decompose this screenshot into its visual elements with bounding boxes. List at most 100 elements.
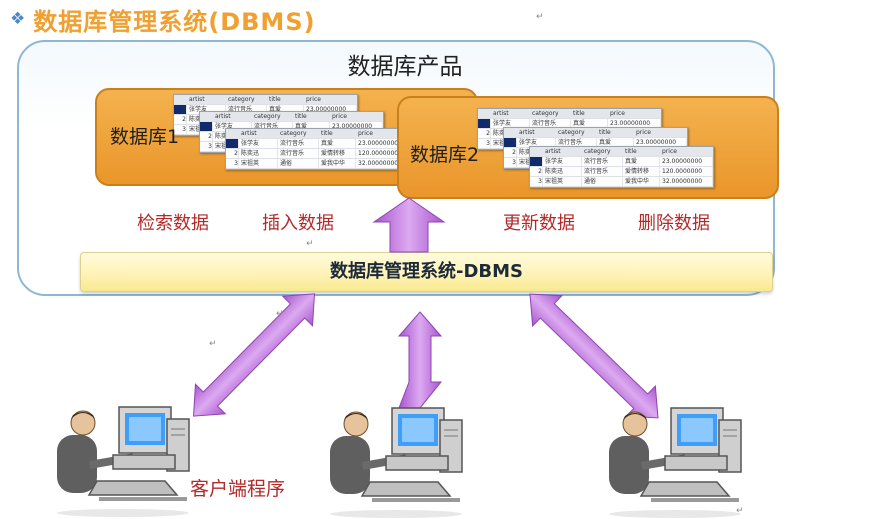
mini-table-header-cell: category — [226, 95, 267, 104]
mini-table-cell: 3 — [200, 142, 213, 151]
mini-table-cell: 23.00000000 — [660, 157, 713, 166]
operation-insert-label: 插入数据 — [262, 213, 334, 234]
mini-table-cell: 真爱 — [597, 138, 634, 147]
mini-table-cell: 流行音乐 — [530, 119, 571, 128]
mini-table-cell: 陈奕迅 — [239, 149, 278, 158]
mini-table-cell: 1 — [200, 122, 213, 131]
mini-table-cell: 23.00000000 — [330, 122, 383, 131]
mini-table-cell: 2 — [530, 167, 543, 176]
mini-table-cell: 张学友 — [543, 157, 582, 166]
mini-table-header-cell — [478, 109, 491, 118]
middle-double-arrow-icon — [397, 311, 443, 409]
client-computer-icon — [57, 406, 190, 517]
client-computer-icon — [330, 407, 463, 518]
mini-table-cell: 流行音乐 — [556, 138, 597, 147]
right-double-arrow-icon — [529, 293, 659, 419]
mini-table-header-cell: title — [623, 147, 660, 156]
paragraph-mark-icon: ↵ — [209, 339, 217, 349]
mini-table-cell: 流行音乐 — [252, 122, 293, 131]
mini-table-cell: 23.00000000 — [634, 138, 687, 147]
paragraph-mark-icon: ↵ — [306, 239, 314, 249]
mini-table-cell: 2 — [200, 132, 213, 141]
mini-table-header-cell — [504, 128, 517, 137]
product-title: 数据库产品 — [347, 54, 463, 80]
mini-table-cell: 流行音乐 — [278, 139, 319, 148]
mini-table-cell: 宋祖英 — [239, 159, 278, 168]
mini-table-cell: 32.00000000 — [660, 177, 713, 186]
mini-table-header-cell: price — [634, 128, 687, 137]
mini-table-header-cell: title — [267, 95, 304, 104]
mini-table-cell: 真爱 — [267, 105, 304, 114]
mini-table-cell: 1 — [504, 138, 517, 147]
mini-table-cell: 3 — [504, 158, 517, 167]
mini-table-header-cell: artist — [187, 95, 226, 104]
operation-update-label: 更新数据 — [503, 213, 575, 234]
mini-table-header-cell: artist — [543, 147, 582, 156]
mini-table-cell: 2 — [478, 129, 491, 138]
mini-table-cell: 2 — [226, 149, 239, 158]
mini-table-cell: 张学友 — [491, 119, 530, 128]
mini-table-header-cell: artist — [213, 112, 252, 121]
dbms-bar — [80, 252, 773, 292]
mini-table-header-cell — [530, 147, 543, 156]
paragraph-mark-icon: ↵ — [276, 309, 284, 319]
mini-table-cell: 爱情转移 — [319, 149, 356, 158]
mini-table-cell: 流行音乐 — [226, 105, 267, 114]
mini-table-cell: 真爱 — [293, 122, 330, 131]
mini-table-cell: 爱我中华 — [319, 159, 356, 168]
mini-table-cell: 3 — [226, 159, 239, 168]
mini-table-header-cell: title — [571, 109, 608, 118]
mini-table-cell: 1 — [478, 119, 491, 128]
mini-table-cell: 23.00000000 — [304, 105, 357, 114]
dbms-label: 数据库管理系统-DBMS — [329, 261, 523, 282]
mini-table-header-cell: artist — [517, 128, 556, 137]
up-arrow-icon — [372, 197, 446, 253]
left-double-arrow-icon — [192, 293, 316, 417]
mini-table-cell: 3 — [174, 125, 187, 134]
mini-table-cell: 120.0000000 — [660, 167, 713, 176]
title-text: 数据库管理系统(DBMS) — [33, 7, 316, 36]
mini-table-cell: 流行音乐 — [278, 149, 319, 158]
mini-table-cell: 23.00000000 — [608, 119, 661, 128]
diamond-bullet-icon: ❖ — [10, 9, 26, 29]
mini-table-cell: 宋祖英 — [543, 177, 582, 186]
mini-table-cell: 陈奕迅 — [543, 167, 582, 176]
mini-table-header-cell: artist — [239, 129, 278, 138]
mini-table-cell: 1 — [226, 139, 239, 148]
mini-table-cell: 2 — [174, 115, 187, 124]
mini-table-cell: 张学友 — [187, 105, 226, 114]
mini-table-header-cell — [226, 129, 239, 138]
mini-table-header-cell: category — [530, 109, 571, 118]
mini-table-header-cell — [174, 95, 187, 104]
mini-table-cell: 张学友 — [517, 138, 556, 147]
mini-table-cell: 真爱 — [571, 119, 608, 128]
mini-table-header-cell: artist — [491, 109, 530, 118]
client-program-label: 客户端程序 — [190, 478, 286, 500]
mini-table-cell: 张学友 — [213, 122, 252, 131]
paragraph-mark-icon: ↵ — [536, 12, 544, 22]
mini-table-cell: 张学友 — [239, 139, 278, 148]
mini-table-header-cell: title — [597, 128, 634, 137]
mini-table-header-cell — [200, 112, 213, 121]
mini-table-header-cell: category — [278, 129, 319, 138]
mini-table-header-cell: category — [582, 147, 623, 156]
operation-retrieve-label: 检索数据 — [137, 213, 209, 234]
mini-table-cell: 1 — [174, 105, 187, 114]
mini-table-header-cell: price — [660, 147, 713, 156]
mini-table-cell: 3 — [530, 177, 543, 186]
mini-table-cell: 1 — [530, 157, 543, 166]
mini-table-header-cell: price — [304, 95, 357, 104]
mini-table-header-cell: title — [293, 112, 330, 121]
mini-table-header-cell: price — [608, 109, 661, 118]
paragraph-mark-icon: ↵ — [736, 506, 744, 516]
